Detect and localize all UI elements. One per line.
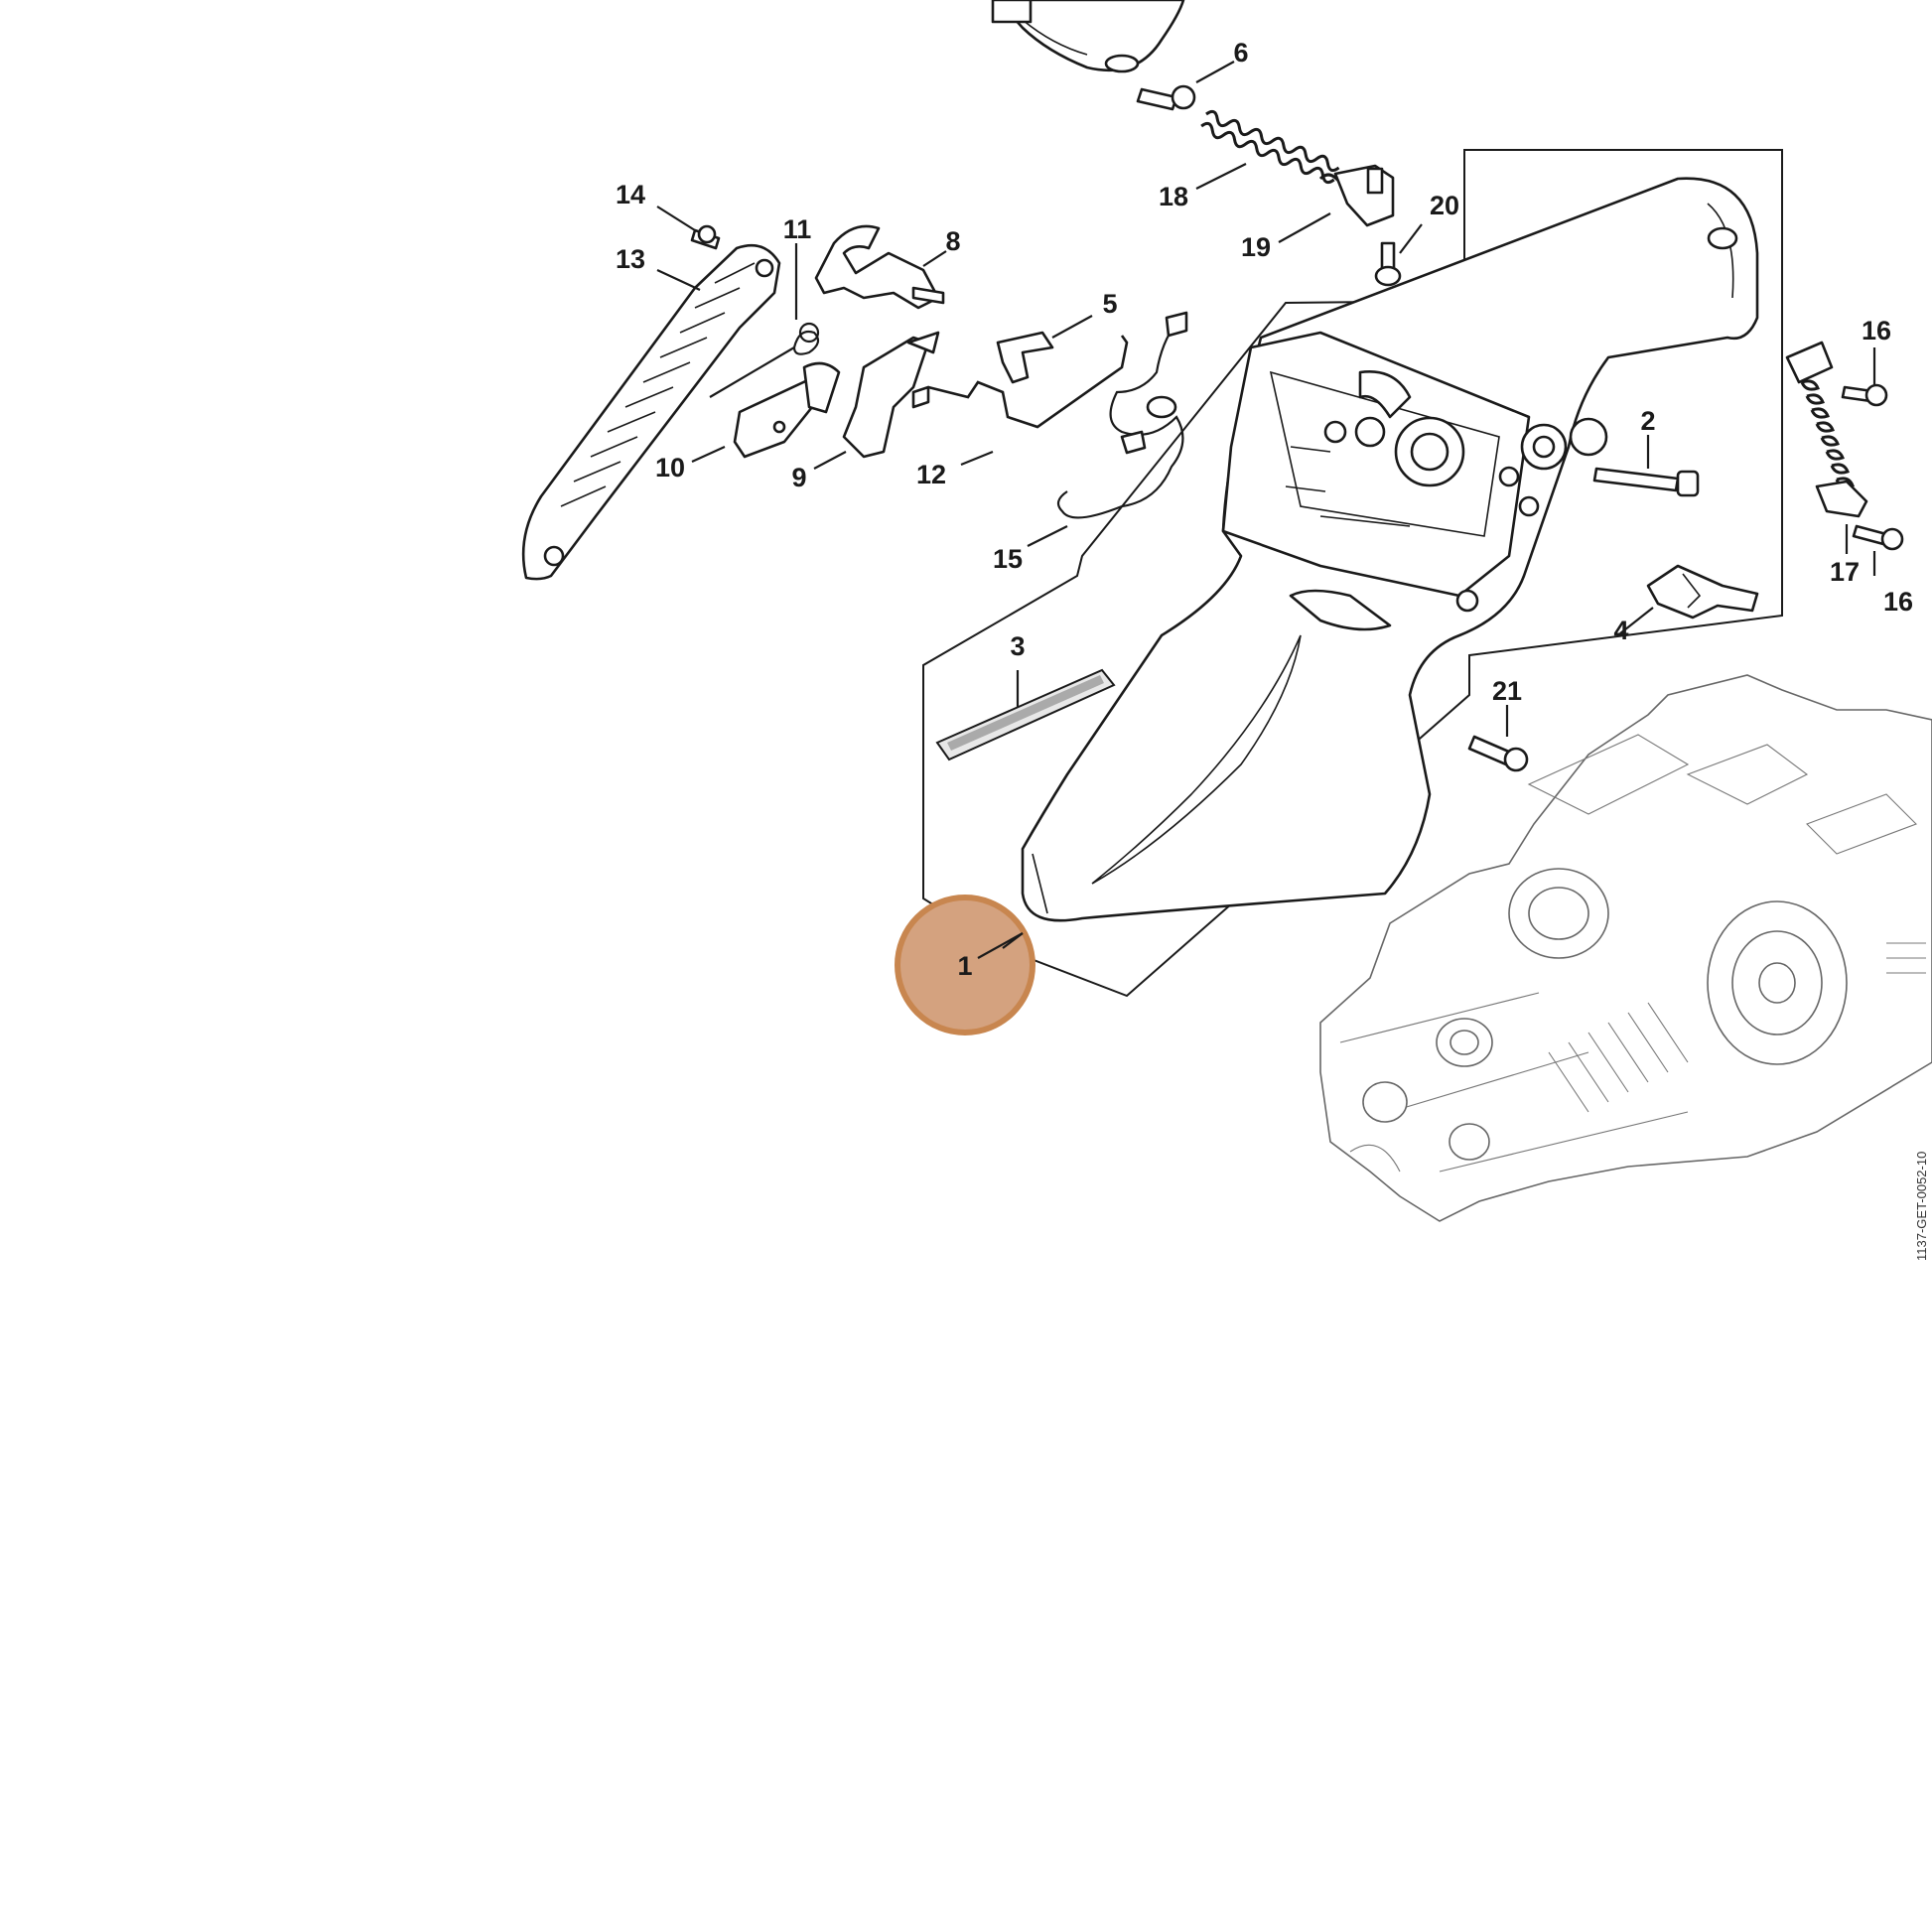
callout-19[interactable]: 19	[1241, 232, 1271, 262]
callout-5[interactable]: 5	[1102, 289, 1117, 319]
callout-10[interactable]: 10	[655, 453, 685, 483]
callout-9[interactable]: 9	[791, 463, 806, 492]
callout-17[interactable]: 17	[1830, 557, 1860, 587]
part-1-rear-handle-housing[interactable]	[922, 149, 1783, 998]
part-19-latch[interactable]	[1318, 164, 1395, 227]
top-handle-fragment	[991, 0, 1185, 73]
callout-13[interactable]: 13	[616, 244, 645, 274]
part-18-spring[interactable]	[1199, 109, 1340, 185]
engine-crankcase	[1319, 674, 1932, 1222]
callout-6[interactable]: 6	[1233, 38, 1248, 68]
part-20-screw[interactable]	[1374, 241, 1402, 287]
part-4-clip[interactable]	[1646, 564, 1759, 620]
callout-1[interactable]: 1	[957, 951, 972, 981]
part-5-clip[interactable]	[996, 331, 1054, 384]
callout-11[interactable]: 11	[783, 214, 812, 244]
callout-8[interactable]: 8	[945, 226, 960, 256]
part-8-lever[interactable]	[814, 224, 945, 310]
part-10-plate[interactable]	[733, 361, 841, 459]
part-16-screw-bottom[interactable]	[1852, 524, 1904, 551]
leader-lines	[656, 61, 1876, 737]
callout-21[interactable]: 21	[1492, 676, 1522, 706]
part-12-rod[interactable]	[927, 335, 1129, 429]
callout-labels: 1 2 3 4 5 6 8 9 10 11 12 13 14 15 16 16 …	[616, 38, 1913, 981]
part-14-screw[interactable]	[690, 224, 721, 250]
part-1-highlight-marker[interactable]	[895, 895, 1035, 1035]
part-11-spring-wire[interactable]	[709, 322, 820, 398]
part-6-screw[interactable]	[1136, 84, 1196, 111]
part-21-screw[interactable]	[1467, 735, 1529, 772]
callout-16-top[interactable]: 16	[1862, 316, 1891, 345]
part-3-decal[interactable]	[935, 668, 1116, 761]
callout-16-bottom[interactable]: 16	[1883, 587, 1913, 617]
document-id: 1137-GET-0052-10	[1914, 1152, 1929, 1261]
part-9-trigger[interactable]	[842, 331, 940, 459]
part-2-bolt[interactable]	[1592, 467, 1700, 497]
callout-18[interactable]: 18	[1159, 182, 1188, 211]
part-15-cable[interactable]	[1056, 311, 1188, 519]
callout-3[interactable]: 3	[1010, 631, 1025, 661]
callout-4[interactable]: 4	[1613, 616, 1628, 645]
callout-12[interactable]: 12	[916, 460, 946, 489]
part-13-cover[interactable]	[521, 243, 781, 581]
callout-15[interactable]: 15	[993, 544, 1023, 574]
part-16-screw-top[interactable]	[1841, 383, 1888, 407]
part-17-spring-mount[interactable]	[1785, 341, 1868, 518]
callout-20[interactable]: 20	[1430, 191, 1459, 220]
callout-2[interactable]: 2	[1640, 406, 1655, 436]
callout-14[interactable]: 14	[616, 180, 645, 209]
